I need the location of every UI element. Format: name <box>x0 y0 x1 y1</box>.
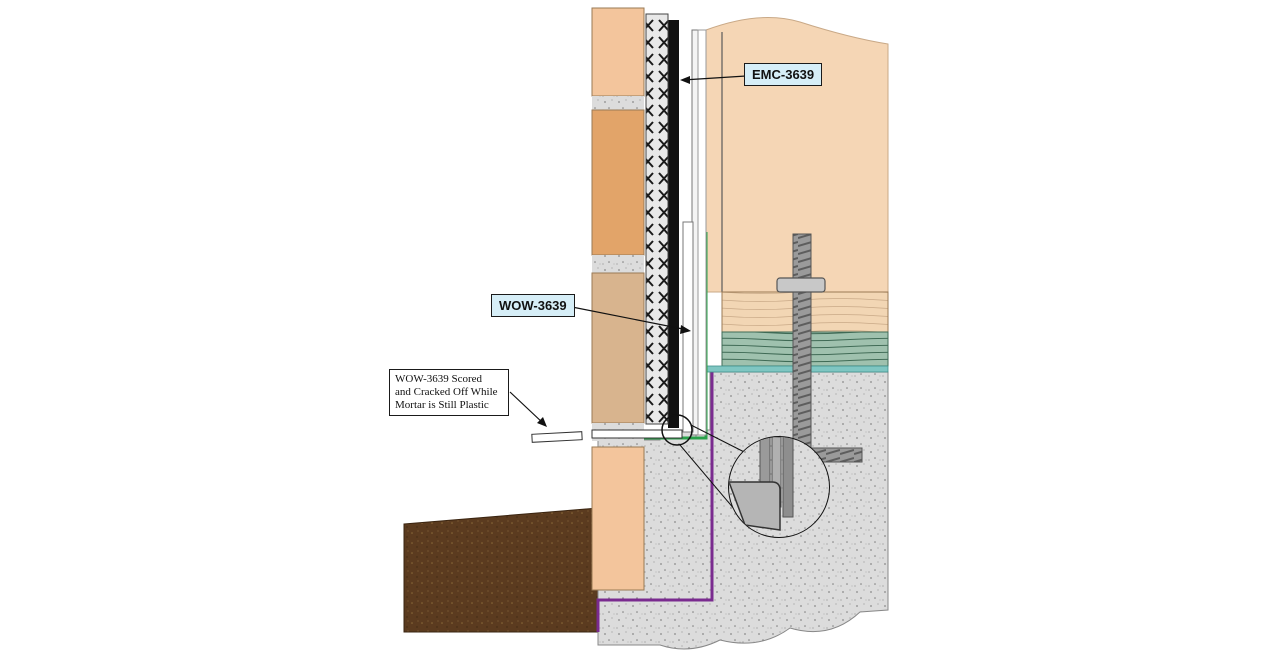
wow-leader <box>571 306 689 331</box>
emc-3639-layer <box>668 20 679 428</box>
scored-piece <box>531 431 583 443</box>
soil-ground <box>403 507 599 633</box>
emc-label: EMC-3639 <box>744 63 823 86</box>
note-leader <box>509 391 545 425</box>
wow-label: WOW-3639 <box>491 294 575 317</box>
anchor-bolt <box>792 233 812 465</box>
purple-membrane <box>596 372 714 632</box>
scored-note-line-2: and Cracked Off While <box>395 386 498 398</box>
scored-note: WOW-3639 Scored and Cracked Off While Mo… <box>389 369 509 416</box>
emc-leader <box>682 75 747 81</box>
bolt-washer <box>776 277 826 293</box>
interior-wall <box>705 17 889 293</box>
scored-note-line-1: WOW-3639 Scored <box>395 373 483 385</box>
wow-3639-strip <box>682 221 694 433</box>
zoom-detail <box>728 436 830 538</box>
detail-circle <box>661 414 693 446</box>
brick-veneer <box>591 7 645 591</box>
scored-note-line-3: Mortar is Still Plastic <box>395 399 489 411</box>
cavity-insulation <box>645 13 669 425</box>
